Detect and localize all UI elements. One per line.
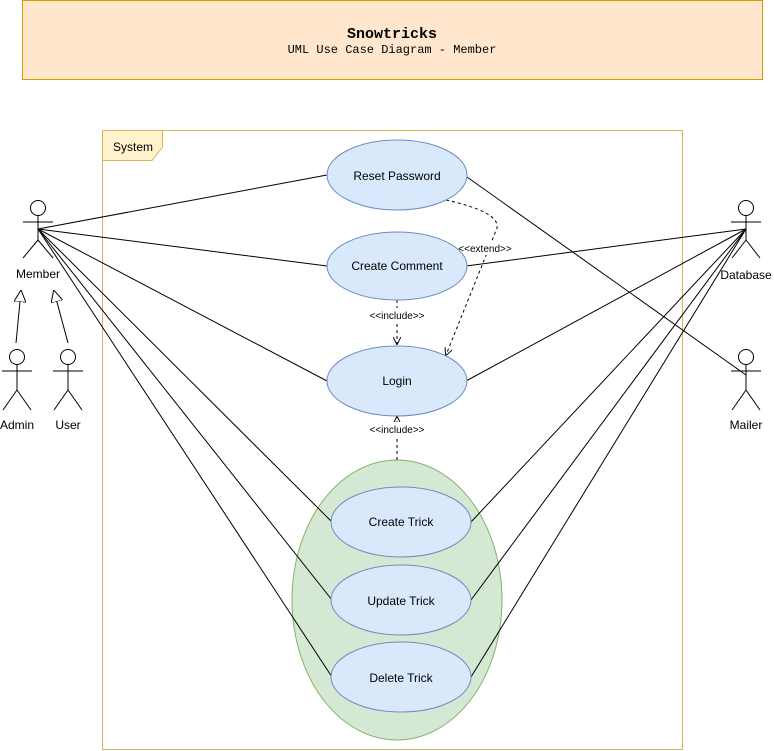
generalization-arrows [16, 291, 69, 344]
actor-label: Mailer [730, 418, 763, 432]
actor-label: Database [720, 268, 772, 282]
include-trick-label: <<include>> [369, 425, 424, 436]
actor-admin[interactable]: Admin [0, 349, 34, 433]
admin-generalization-arrow [16, 291, 21, 344]
actor-user[interactable]: User [53, 349, 83, 433]
actor-label: Member [16, 267, 60, 281]
database-create-comment-line [465, 228, 747, 267]
member-create-trick-line [37, 228, 333, 523]
system-boundary: System [102, 130, 683, 750]
diagram-subtitle: UML Use Case Diagram - Member [288, 43, 497, 57]
stick-figure-icon [22, 200, 54, 259]
use-case-update-trick[interactable]: Update Trick [330, 564, 472, 636]
actor-database[interactable]: Database [720, 200, 772, 283]
use-case-label: Update Trick [367, 594, 435, 608]
use-case-create-trick[interactable]: Create Trick [330, 486, 472, 558]
use-case-delete-trick[interactable]: Delete Trick [330, 641, 472, 713]
use-case-label: Reset Password [353, 169, 440, 183]
actor-member[interactable]: Member [16, 200, 60, 282]
stick-figure-icon [731, 200, 761, 259]
stick-figure-icon [53, 349, 83, 411]
mailer-reset-password-line [466, 176, 747, 376]
use-case-create-comment[interactable]: Create Comment [326, 231, 468, 301]
extend-label: <<extend>> [458, 244, 512, 255]
use-case-label: Create Trick [369, 515, 435, 529]
member-login-line [37, 228, 328, 382]
use-case-label: Login [382, 374, 411, 388]
member-create-comment-line [37, 228, 328, 267]
member-update-trick-line [37, 228, 333, 601]
user-generalization-arrow [54, 291, 69, 344]
dashed-relations [397, 199, 498, 460]
use-case-reset-password[interactable]: Reset Password [326, 139, 468, 211]
use-case-label: Delete Trick [369, 671, 433, 685]
actor-label: User [55, 418, 80, 432]
database-login-line [465, 228, 747, 382]
association-lines [37, 174, 747, 678]
stick-figure-icon [731, 349, 761, 411]
diagram-title: Snowtricks [347, 26, 437, 43]
actor-label: Admin [0, 418, 34, 432]
member-reset-password-line [37, 174, 328, 230]
use-case-label: Create Comment [351, 259, 443, 273]
include-comment-label: <<include>> [369, 311, 424, 322]
stereotype-labels: <<extend>> <<include>> <<include>> [366, 241, 514, 436]
extend-arrow [446, 199, 498, 355]
use-case-login[interactable]: Login [326, 345, 468, 417]
member-delete-trick-line [37, 228, 333, 678]
system-label: System [113, 140, 153, 154]
database-delete-trick-line [470, 228, 747, 678]
actor-mailer[interactable]: Mailer [730, 349, 763, 433]
database-update-trick-line [470, 228, 747, 601]
header-box: Snowtricks UML Use Case Diagram - Member [22, 0, 763, 80]
database-create-trick-line [470, 228, 747, 523]
stick-figure-icon [2, 349, 32, 411]
